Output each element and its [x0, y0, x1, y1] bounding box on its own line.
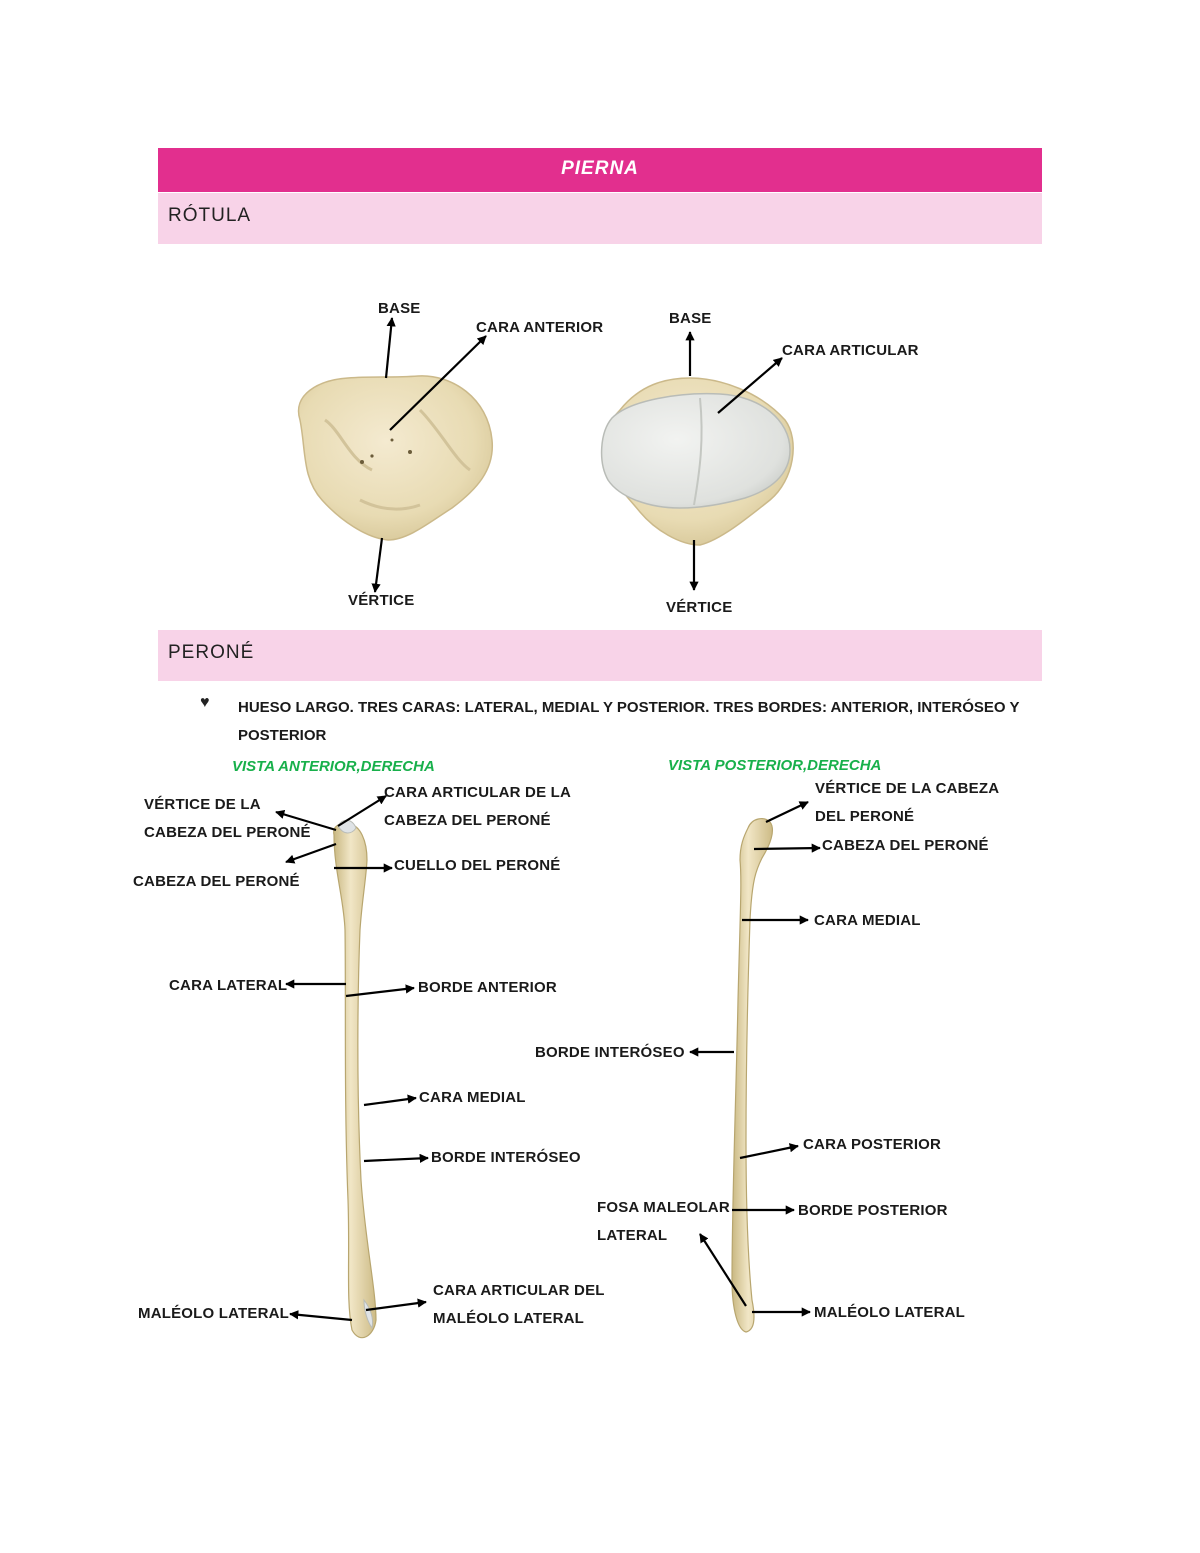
arrow-cara-articular-maleolo: [365, 1298, 427, 1312]
arrow-maleolo-lateral: [289, 1310, 353, 1322]
label-cara-medial-post: CARA MEDIAL: [814, 912, 921, 929]
arrow-cara-articular-cabeza: [337, 795, 387, 827]
arrow-cabeza: [285, 842, 337, 864]
label-cabeza-post: CABEZA DEL PERONÉ: [822, 837, 989, 854]
arrow-cabeza-post: [753, 843, 821, 853]
label-vertice-cabeza-1: VÉRTICE DE LA: [144, 796, 261, 813]
view-title-posterior: VISTA POSTERIOR,DERECHA: [668, 757, 882, 774]
arrow-cara-anterior: [389, 335, 487, 431]
arrow-vertice-cabeza-post: [765, 801, 809, 823]
patella-posterior-arrows: [685, 331, 783, 591]
arrow-vertice-cabeza: [275, 809, 337, 832]
label-borde-interoseo-post: BORDE INTERÓSEO: [535, 1044, 685, 1061]
label-cara-articular: CARA ARTICULAR: [782, 342, 919, 359]
section-header-perone: PERONÉ: [158, 630, 1042, 681]
label-borde-anterior: BORDE ANTERIOR: [418, 979, 557, 996]
arrow-cara-medial: [363, 1094, 417, 1107]
label-cabeza: CABEZA DEL PERONÉ: [133, 873, 300, 890]
label-borde-interoseo: BORDE INTERÓSEO: [431, 1149, 581, 1166]
page-title-band: PIERNA: [158, 148, 1042, 192]
label-base-posterior: BASE: [669, 310, 712, 327]
section-header-rotula: RÓTULA: [158, 193, 1042, 244]
label-vertice-cabeza-post-2: DEL PERONÉ: [815, 808, 915, 825]
perone-description: HUESO LARGO. TRES CARAS: LATERAL, MEDIAL…: [238, 699, 1020, 744]
page-title: PIERNA: [561, 158, 639, 179]
label-cara-lateral: CARA LATERAL: [169, 977, 288, 994]
patella-anterior-arrows: [371, 317, 487, 593]
label-cara-medial: CARA MEDIAL: [419, 1089, 526, 1106]
arrow-vertice-anterior: [371, 537, 384, 593]
label-cara-articular-maleolo-2: MALÉOLO LATERAL: [433, 1310, 585, 1327]
label-cara-articular-cabeza-1: CARA ARTICULAR DE LA: [384, 784, 572, 801]
label-fosa-maleolar-1: FOSA MALEOLAR: [597, 1199, 730, 1216]
heart-bullet-icon: ♥: [200, 694, 210, 711]
fibula-anterior-arrows: [275, 795, 429, 1322]
label-cara-posterior: CARA POSTERIOR: [803, 1136, 942, 1153]
label-borde-posterior: BORDE POSTERIOR: [798, 1202, 948, 1219]
arrow-cara-posterior: [739, 1143, 799, 1160]
view-title-anterior: VISTA ANTERIOR,DERECHA: [232, 758, 435, 775]
label-base-anterior: BASE: [378, 300, 421, 317]
fibula-posterior-arrows: [689, 801, 821, 1317]
label-fosa-maleolar-2: LATERAL: [597, 1227, 668, 1244]
section-title-rotula: RÓTULA: [168, 205, 252, 226]
label-cara-anterior: CARA ANTERIOR: [476, 319, 604, 336]
label-cuello: CUELLO DEL PERONÉ: [394, 857, 561, 874]
label-maleolo-lateral: MALÉOLO LATERAL: [138, 1305, 290, 1322]
arrow-fosa-maleolar: [699, 1233, 747, 1307]
label-vertice-posterior: VÉRTICE: [666, 599, 733, 616]
label-maleolo-lateral-post: MALÉOLO LATERAL: [814, 1304, 966, 1321]
section-title-perone: PERONÉ: [168, 642, 255, 663]
arrow-cara-articular: [717, 357, 783, 414]
label-cara-articular-maleolo-1: CARA ARTICULAR DEL: [433, 1282, 605, 1299]
arrow-borde-interoseo: [363, 1153, 429, 1164]
label-cara-articular-cabeza-2: CABEZA DEL PERONÉ: [384, 812, 551, 829]
fibula-posterior-illustration: [731, 818, 774, 1333]
label-vertice-cabeza-2: CABEZA DEL PERONÉ: [144, 824, 311, 841]
label-vertice-anterior: VÉRTICE: [348, 592, 415, 609]
patella-anterior-illustration: [297, 375, 494, 541]
patella-posterior-illustration: [600, 377, 794, 546]
arrow-base-anterior: [384, 317, 396, 379]
fibula-anterior-illustration: [333, 819, 377, 1339]
label-vertice-cabeza-post-1: VÉRTICE DE LA CABEZA: [815, 780, 1000, 797]
arrow-borde-anterior: [345, 984, 415, 998]
